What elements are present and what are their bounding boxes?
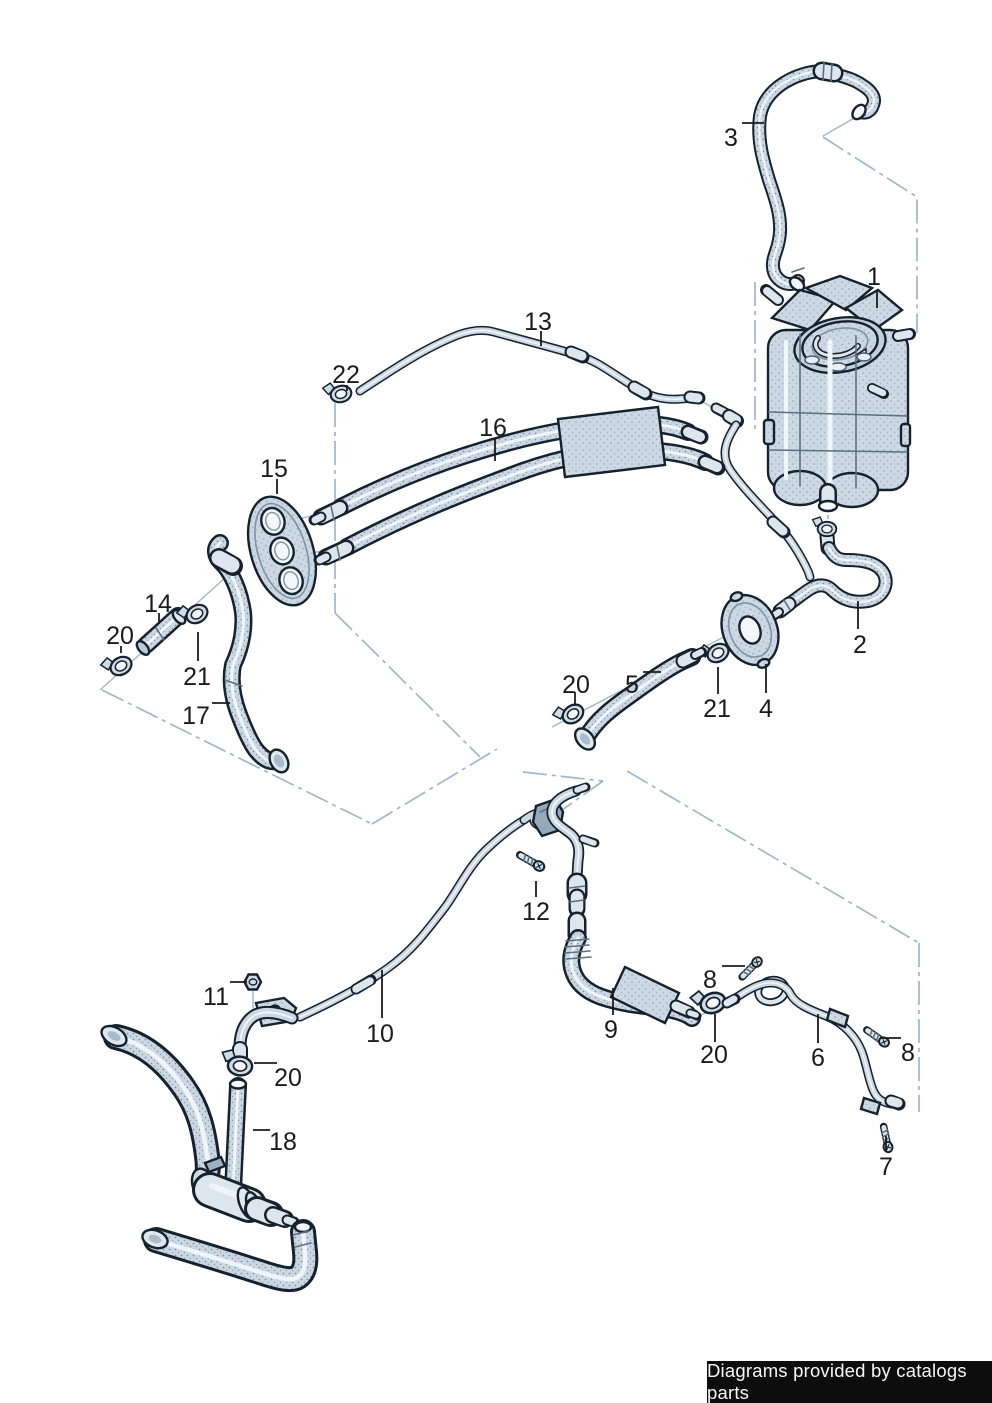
- part-label-8-left[interactable]: 8: [703, 965, 745, 994]
- svg-text:1: 1: [867, 263, 881, 291]
- part-label-12[interactable]: 12: [522, 881, 550, 926]
- part-label-3[interactable]: 3: [724, 122, 764, 152]
- retainer-bracket-part-15: [246, 495, 318, 607]
- part-label-15[interactable]: 15: [260, 455, 288, 494]
- part-label-17[interactable]: 17: [182, 702, 230, 730]
- part-label-2[interactable]: 2: [853, 601, 867, 659]
- part-label-21-a[interactable]: 21: [183, 632, 211, 691]
- hose-part-9: [565, 911, 702, 1023]
- svg-text:22: 22: [332, 361, 360, 389]
- pipe-connector-part-9-top: [552, 782, 600, 918]
- part-label-5[interactable]: 5: [625, 671, 661, 699]
- tube-part-18: [230, 1080, 248, 1191]
- svg-text:16: 16: [479, 414, 507, 442]
- hose-piece-part-14: [135, 608, 187, 656]
- svg-text:15: 15: [260, 455, 288, 483]
- svg-text:20: 20: [274, 1064, 302, 1092]
- part-label-9[interactable]: 9: [604, 988, 618, 1044]
- clamp-icon: [811, 516, 838, 538]
- twin-hose-part-16: [308, 405, 726, 566]
- elbow-bracket-part-10-end: [232, 996, 296, 1064]
- part-labels: 1 2 3 4 5 6 7 8 8 9 10 11 12 13 14 15 16…: [106, 122, 915, 1181]
- big-hose-upper-left: [100, 1022, 208, 1181]
- tee-valve-assembly: [190, 1155, 300, 1228]
- svg-text:7: 7: [879, 1153, 893, 1181]
- part-label-10[interactable]: 10: [366, 970, 394, 1048]
- footer-banner: Diagrams provided by catalogs parts: [707, 1360, 992, 1403]
- svg-text:4: 4: [759, 695, 773, 723]
- clamp-icon-20-left: [98, 647, 136, 683]
- svg-text:14: 14: [144, 590, 172, 618]
- part-label-20-a[interactable]: 20: [106, 622, 134, 653]
- part-label-20-b[interactable]: 20: [562, 671, 590, 706]
- svg-text:11: 11: [203, 983, 229, 1011]
- svg-text:18: 18: [269, 1128, 297, 1156]
- part-label-1[interactable]: 1: [867, 263, 881, 308]
- svg-text:21: 21: [183, 663, 211, 691]
- svg-text:5: 5: [625, 671, 639, 699]
- part-label-6[interactable]: 6: [811, 1014, 825, 1072]
- part-label-14[interactable]: 14: [144, 590, 172, 624]
- part-label-13[interactable]: 13: [524, 308, 552, 346]
- svg-text:13: 13: [524, 308, 552, 336]
- part-label-22[interactable]: 22: [332, 361, 360, 391]
- vent-pipe-part-13: [360, 330, 810, 577]
- screw-icon-part-12: [518, 851, 546, 873]
- part-label-8-right[interactable]: 8: [880, 1037, 915, 1067]
- bolt-icon-8-left: [739, 955, 764, 980]
- part-label-20-c[interactable]: 20: [254, 1062, 302, 1092]
- svg-text:2: 2: [853, 631, 867, 659]
- svg-text:20: 20: [106, 622, 134, 650]
- part-label-4[interactable]: 4: [759, 664, 773, 723]
- svg-text:6: 6: [811, 1044, 825, 1072]
- expansion-tank-part-1: [760, 274, 916, 513]
- big-hose-lower-left: [141, 1222, 311, 1279]
- svg-text:17: 17: [182, 702, 210, 730]
- svg-text:3: 3: [724, 124, 738, 152]
- clamp-icon-20-mid: [549, 695, 588, 732]
- pipe-part-6: [721, 975, 906, 1116]
- svg-text:8: 8: [703, 966, 717, 994]
- svg-text:20: 20: [700, 1041, 728, 1069]
- part-label-11[interactable]: 11: [203, 981, 247, 1011]
- vent-hose-part-3: [759, 61, 874, 292]
- svg-text:21: 21: [703, 695, 731, 723]
- svg-text:10: 10: [366, 1020, 394, 1048]
- part-label-20-d[interactable]: 20: [700, 1014, 728, 1069]
- construction-lines: [101, 136, 920, 1112]
- svg-text:20: 20: [562, 671, 590, 699]
- hose-part-5: [573, 647, 707, 751]
- part-label-21-b[interactable]: 21: [703, 667, 731, 723]
- part-label-16[interactable]: 16: [479, 414, 507, 461]
- svg-text:8: 8: [901, 1039, 915, 1067]
- curved-hose-part-17: [216, 543, 290, 774]
- svg-text:12: 12: [522, 898, 550, 926]
- svg-text:9: 9: [604, 1016, 618, 1044]
- part-label-7[interactable]: 7: [879, 1136, 893, 1181]
- footer-text: Diagrams provided by catalogs parts: [707, 1360, 967, 1403]
- flange-part-4: [720, 591, 780, 669]
- part-label-18[interactable]: 18: [253, 1128, 297, 1156]
